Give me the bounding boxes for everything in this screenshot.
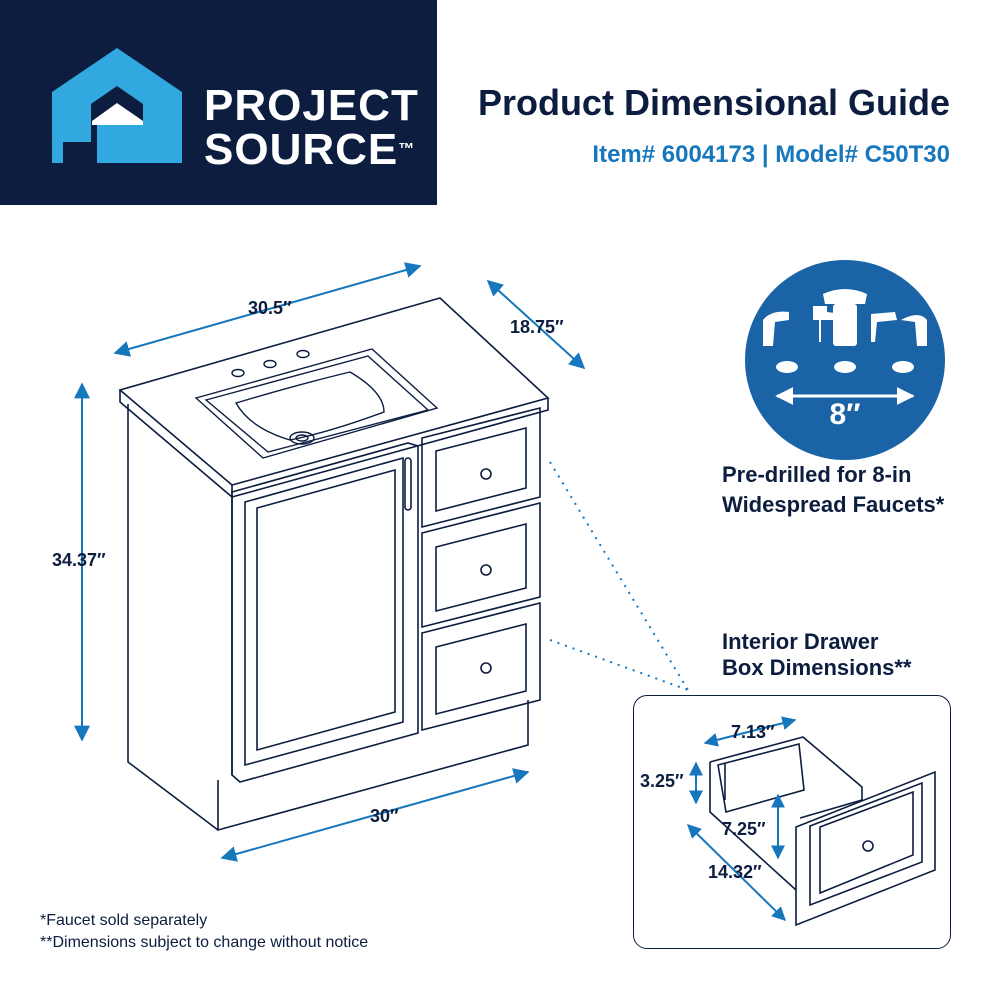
depth-arrow: [486, 279, 586, 370]
right-handle-side-shape: [901, 315, 927, 346]
drawer-leader-lines: [549, 461, 689, 691]
drawer-top: [421, 406, 541, 529]
drawer-depth-arrow: [686, 824, 787, 921]
width-top-arrow: [113, 262, 422, 357]
dimensions-footnote: **Dimensions subject to change without n…: [40, 934, 369, 951]
sink-basin: [194, 348, 439, 459]
faucet-footnote: *Faucet sold separately: [40, 912, 208, 929]
drawer-width-label: 7.13″: [731, 722, 775, 742]
drawer-depth-label: 14.32″: [708, 862, 762, 882]
brand-banner: PROJECT SOURCE™: [0, 0, 437, 205]
width-top-label: 30.5″: [248, 298, 292, 318]
drawer-bottom: [421, 601, 541, 732]
drawer-inner-height-label: 7.25″: [722, 819, 766, 839]
faucet-caption: Pre-drilled for 8-in Widespread Faucets*: [722, 462, 945, 517]
house-roof-shape: [92, 103, 143, 121]
drawer-caption: Interior Drawer Box Dimensions**: [722, 629, 912, 680]
house-roof-base: [92, 121, 143, 125]
widespread-faucet-icon: [763, 289, 927, 405]
house-logo-icon: [52, 48, 182, 163]
drawer-width-arrow: [703, 716, 797, 747]
spout-top-shape: [823, 289, 867, 304]
brand-wordmark: PROJECT SOURCE™: [204, 84, 419, 172]
drawer-detail-panel: [633, 695, 951, 949]
center-hole: [834, 361, 856, 373]
brand-name-text: PROJECT SOURCE: [204, 81, 419, 174]
drawer-middle: [421, 501, 541, 629]
drawer-height-label: 3.25″: [640, 771, 684, 791]
page-title: Product Dimensional Guide: [477, 82, 950, 123]
faucet-spread-label: 8″: [829, 398, 861, 431]
faucet-badge: 8″: [745, 260, 945, 460]
width-base-label: 30″: [370, 806, 399, 826]
right-hole: [892, 361, 914, 373]
left-handle-side-shape: [763, 311, 789, 346]
house-outline-shape: [52, 48, 182, 163]
left-hole: [776, 361, 798, 373]
trademark-symbol: ™: [398, 141, 416, 158]
right-handle-shape: [871, 312, 897, 342]
height-label: 34.37″: [52, 550, 106, 570]
item-model-subtitle: Item# 6004173 | Model# C50T30: [592, 141, 950, 168]
width-base-arrow: [220, 768, 530, 862]
spout-body-shape: [833, 304, 857, 346]
depth-label: 18.75″: [510, 317, 564, 337]
